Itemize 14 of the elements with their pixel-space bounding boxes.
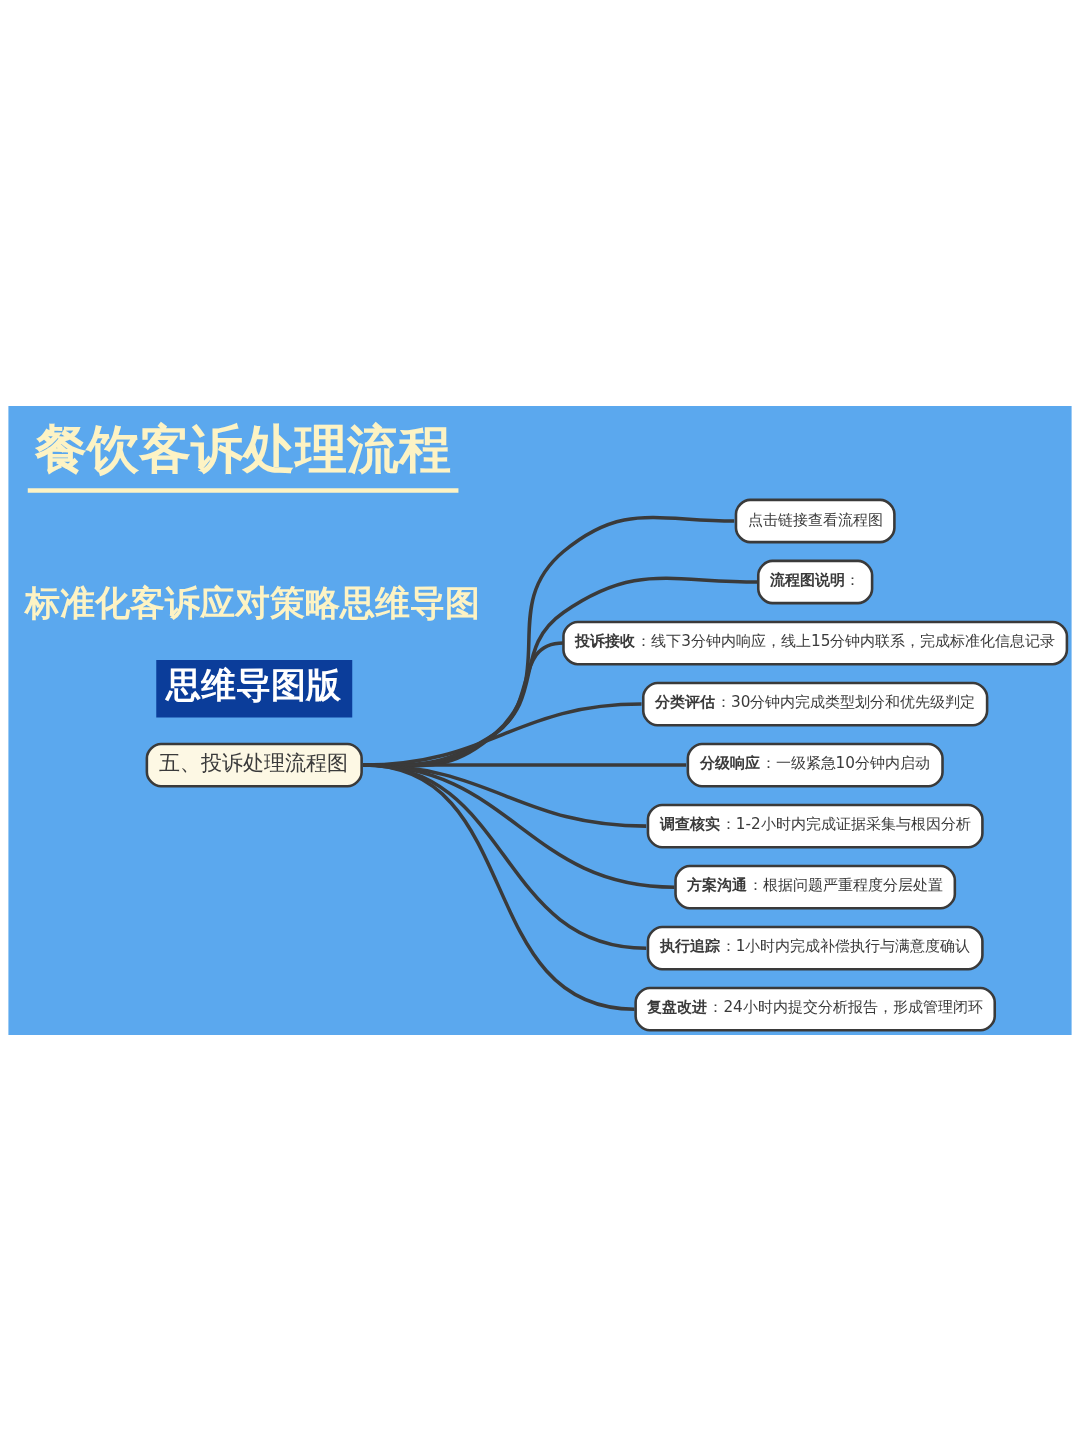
- node-box: 投诉接收：线下3分钟内响应，线上15分钟内联系，完成标准化信息记录: [562, 620, 1069, 665]
- node-box: 执行追踪：1小时内完成补偿执行与满意度确认: [646, 925, 984, 971]
- node-box: 流程图说明：: [757, 559, 874, 604]
- label: 标准化客诉应对策略思维导图: [24, 581, 480, 623]
- node-box: 点击链接查看流程图: [734, 498, 896, 543]
- node-box: 复盘改进：24小时内提交分析报告，形成管理闭环: [634, 986, 996, 1032]
- node-box: 分级响应：一级紧急10分钟内启动: [686, 742, 944, 787]
- node-box: 分类评估：30分钟内完成类型划分和优先级判定: [642, 681, 989, 726]
- label: 思维导图版: [166, 663, 342, 705]
- node-box: 调查核实：1-2小时内完成证据采集与根因分析: [646, 803, 984, 849]
- node-box: 方案沟通：根据问题严重程度分层处置: [674, 864, 957, 910]
- diagram-title: 餐饮客诉处理流程: [34, 418, 451, 479]
- connector: [363, 762, 635, 1011]
- node-box: 五、投诉处理流程图: [145, 742, 363, 787]
